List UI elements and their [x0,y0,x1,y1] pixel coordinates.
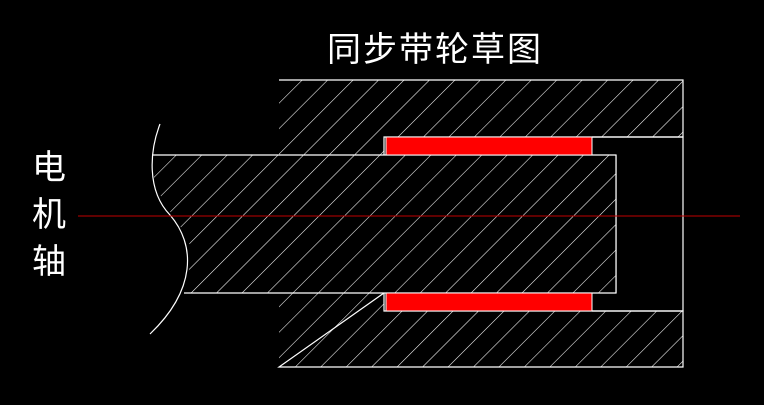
key-bottom [385,292,593,312]
shaft-label-char: 轴 [32,242,66,282]
key-top [385,136,593,156]
shaft-label: 电 机 轴 [24,145,74,286]
shaft-label-char: 机 [32,195,66,235]
break-line [149,123,189,335]
shaft-label-char: 电 [32,148,66,188]
bore-outline [592,136,684,312]
drawing-title: 同步带轮草图 [327,30,543,70]
